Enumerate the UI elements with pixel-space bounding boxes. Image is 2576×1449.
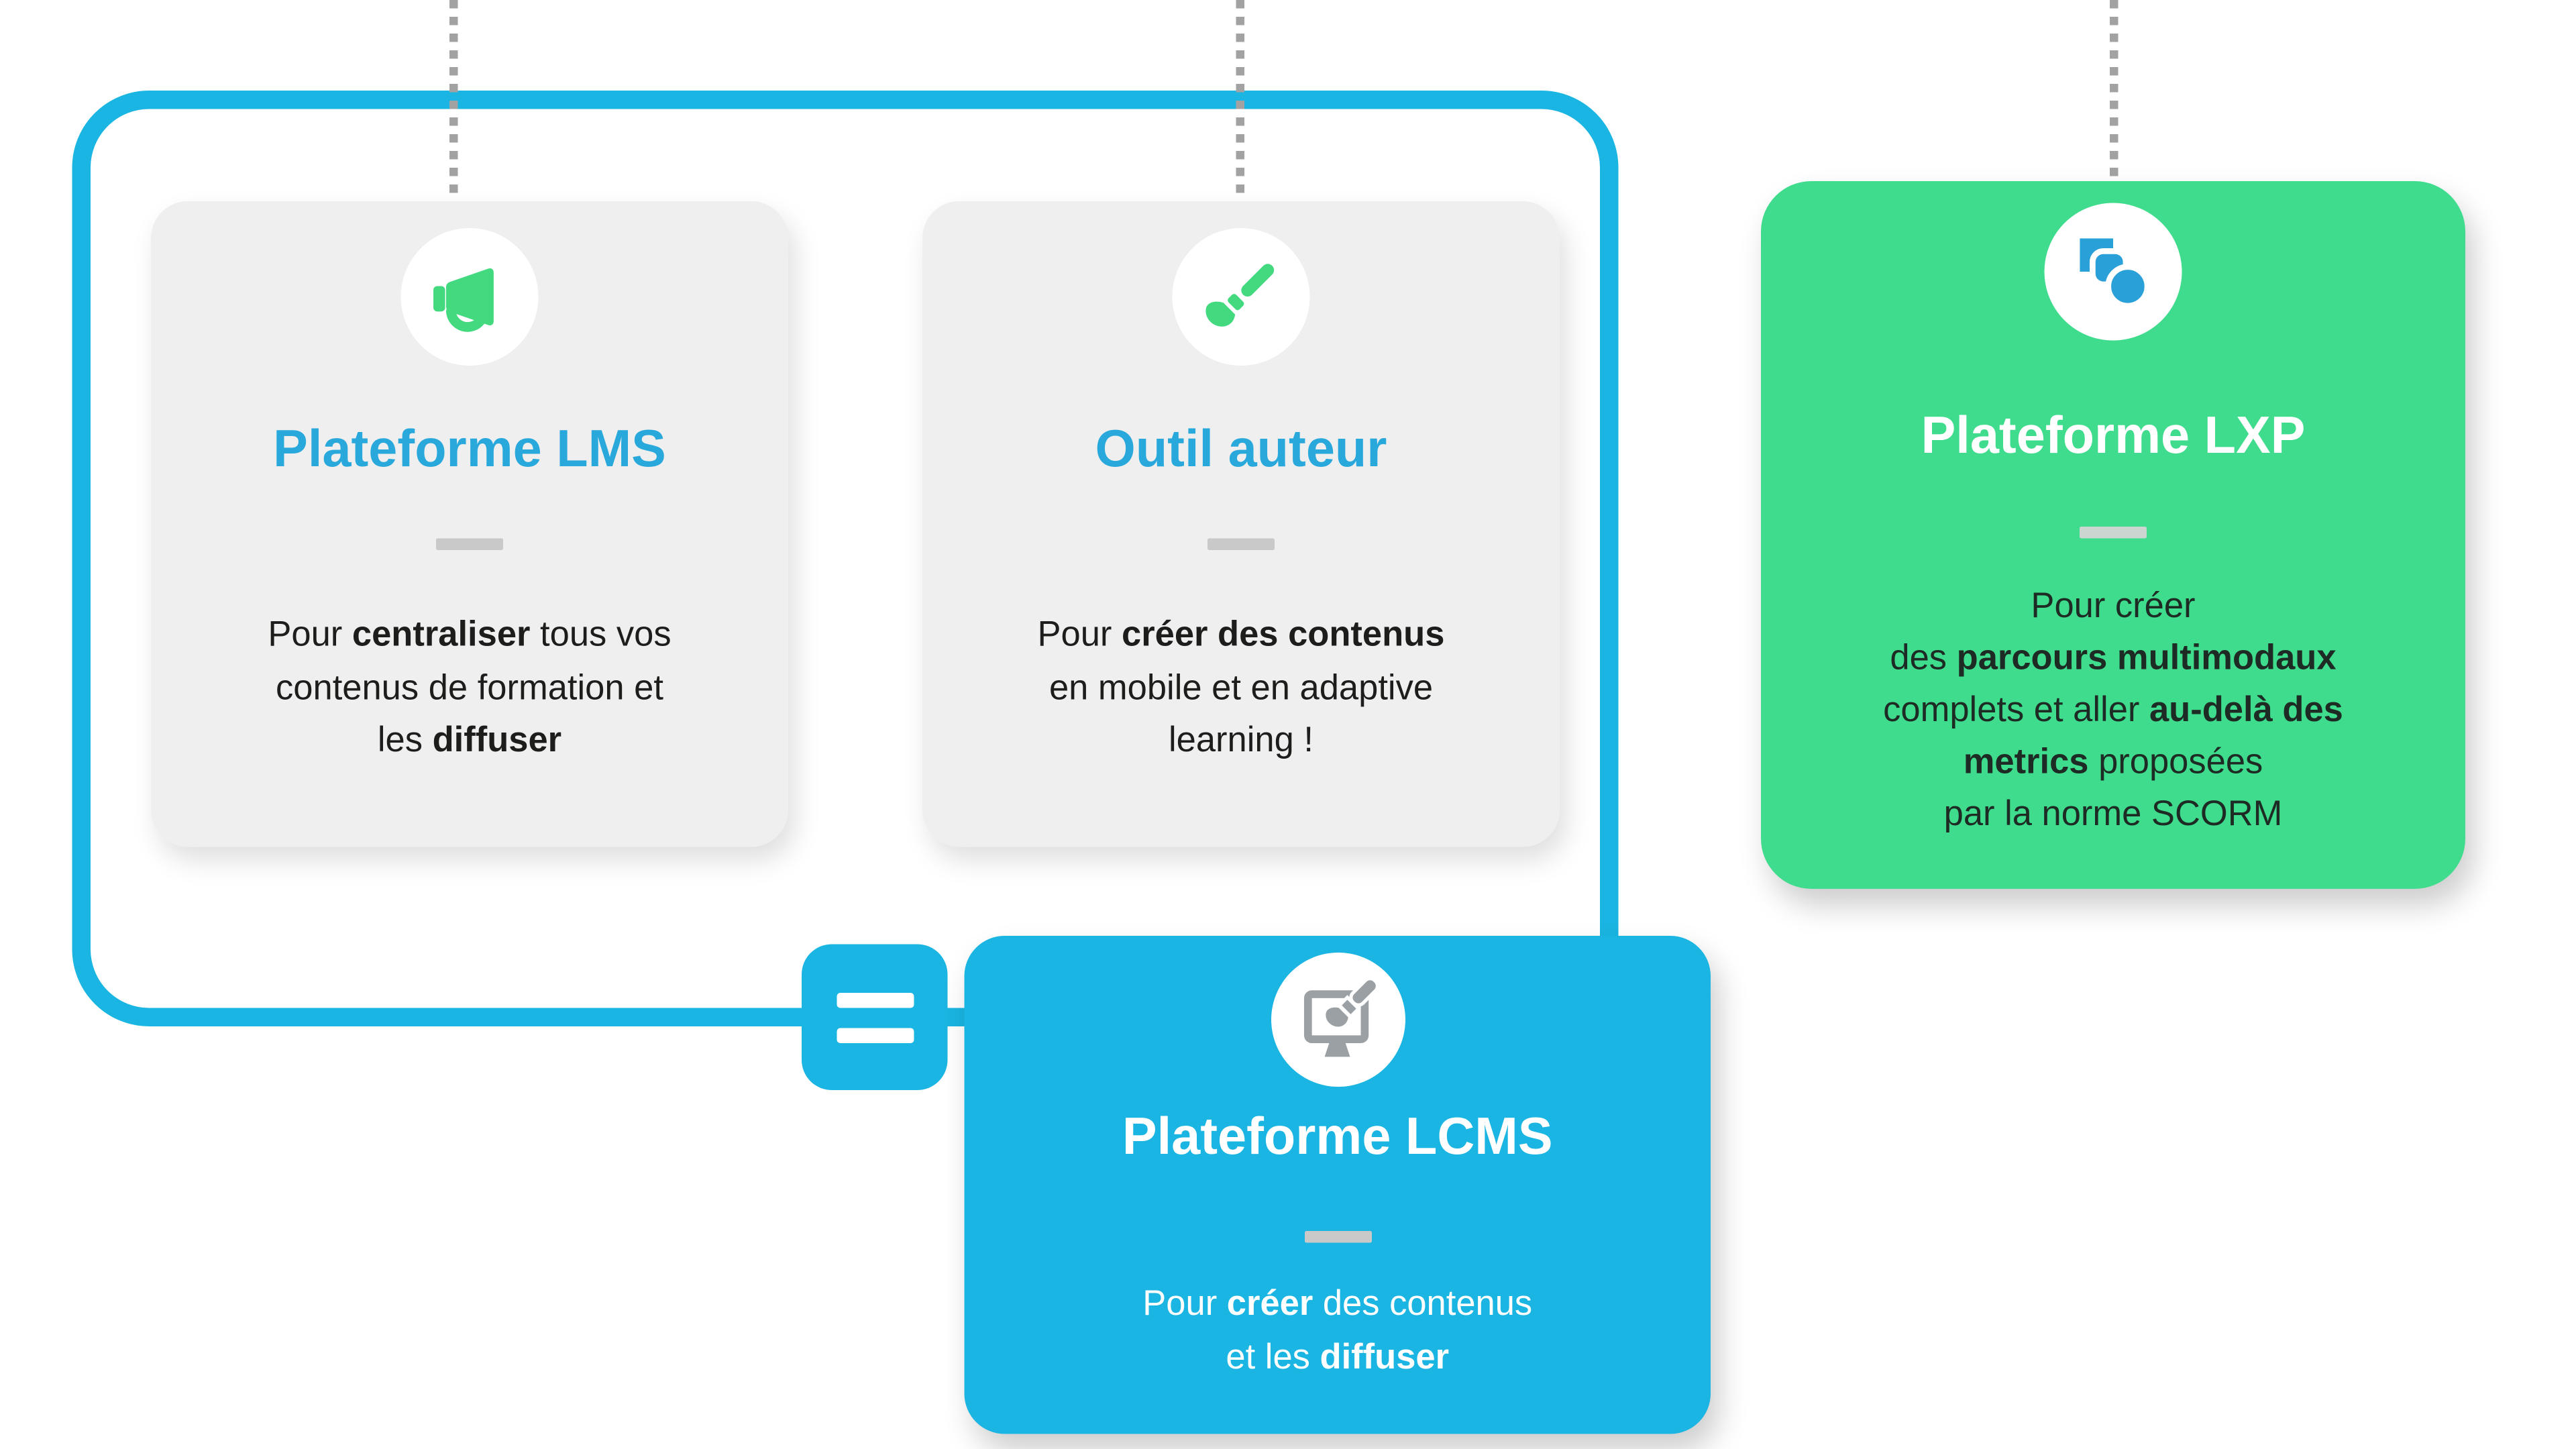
card-title: Plateforme LCMS bbox=[1122, 1107, 1553, 1166]
shapes-icon bbox=[2044, 203, 2182, 341]
body-line: Pour créer des contenus bbox=[1142, 1285, 1533, 1324]
card-plateforme-lxp: Plateforme LXP Pour créer des parcours mu… bbox=[1761, 181, 2465, 889]
body-line: et les diffuser bbox=[1226, 1338, 1450, 1377]
divider-dash bbox=[1208, 538, 1275, 550]
divider-dash bbox=[436, 538, 503, 550]
dotted-connector-lxp bbox=[2110, 0, 2118, 184]
body-line: complets et aller au-delà des bbox=[1883, 691, 2343, 730]
dotted-connector-lms bbox=[449, 0, 458, 205]
equals-bar-top bbox=[836, 991, 914, 1008]
body-line: Pour centraliser tous vos bbox=[268, 615, 672, 655]
body-line: des parcours multimodaux bbox=[1890, 639, 2337, 678]
body-line: en mobile et en adaptive bbox=[1049, 668, 1434, 707]
divider-dash bbox=[1303, 1231, 1371, 1243]
monitor-brush-icon bbox=[1270, 953, 1405, 1087]
card-description: Pour centraliser tous vos contenus de for… bbox=[151, 609, 788, 767]
card-description: Pour créer des contenus et les diffuser bbox=[965, 1278, 1711, 1385]
card-plateforme-lcms: Plateforme LCMS Pour créer des contenus e… bbox=[964, 936, 1711, 1434]
card-description: Pour créer des contenus en mobile et en a… bbox=[922, 609, 1560, 767]
card-title: Plateforme LMS bbox=[273, 419, 666, 478]
card-outil-auteur: Outil auteur Pour créer des contenus en m… bbox=[922, 201, 1560, 847]
card-title: Outil auteur bbox=[1095, 419, 1387, 478]
body-line: par la norme SCORM bbox=[1943, 795, 2283, 834]
dotted-connector-authoring bbox=[1236, 0, 1244, 205]
megaphone-icon bbox=[400, 228, 539, 366]
card-description: Pour créer des parcours multimodaux comple… bbox=[1761, 580, 2465, 841]
body-line: learning ! bbox=[1168, 721, 1313, 760]
body-line: Pour créer des contenus bbox=[1037, 615, 1445, 655]
equals-bar-bottom bbox=[836, 1027, 914, 1042]
card-plateforme-lms: Plateforme LMS Pour centraliser tous vos… bbox=[151, 201, 788, 847]
body-line: les diffuser bbox=[377, 721, 562, 760]
divider-dash bbox=[2080, 527, 2147, 539]
body-line: Pour créer bbox=[2031, 587, 2196, 626]
body-line: metrics proposées bbox=[1963, 743, 2263, 782]
paintbrush-icon bbox=[1172, 228, 1310, 366]
equals-icon bbox=[802, 944, 948, 1090]
body-line: contenus de formation et bbox=[276, 668, 663, 707]
card-title: Plateforme LXP bbox=[1921, 406, 2306, 465]
